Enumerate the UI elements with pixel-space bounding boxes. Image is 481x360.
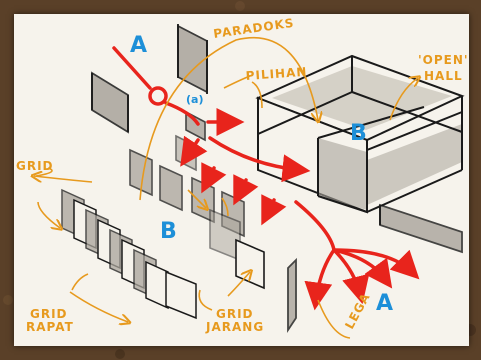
label-open-hall-2: HALL [424, 69, 463, 83]
label-grid-rapat-1: GRID [30, 307, 68, 321]
wall-panel-top-center [178, 24, 207, 94]
label-a-bottom: A [376, 291, 393, 316]
label-b-grid: B [160, 219, 177, 244]
wall-panel-top-left [92, 73, 128, 132]
wall-panel-bottom [288, 260, 296, 330]
grid-block-rapat [62, 190, 196, 318]
label-grid-jarang-2: JARANG [205, 320, 264, 334]
label-a-sub: (a) [186, 93, 203, 106]
label-lega: LEGA [342, 290, 373, 331]
label-grid-rapat-2: RAPAT [26, 320, 74, 334]
label-grid-jarang-1: GRID [216, 307, 254, 321]
label-a-top: A [130, 33, 147, 58]
label-grid: GRID [16, 159, 54, 173]
label-open-hall-1: 'OPEN' [418, 53, 469, 67]
label-b-hall: B [350, 121, 367, 146]
wall-panel-hall-right [380, 205, 462, 252]
